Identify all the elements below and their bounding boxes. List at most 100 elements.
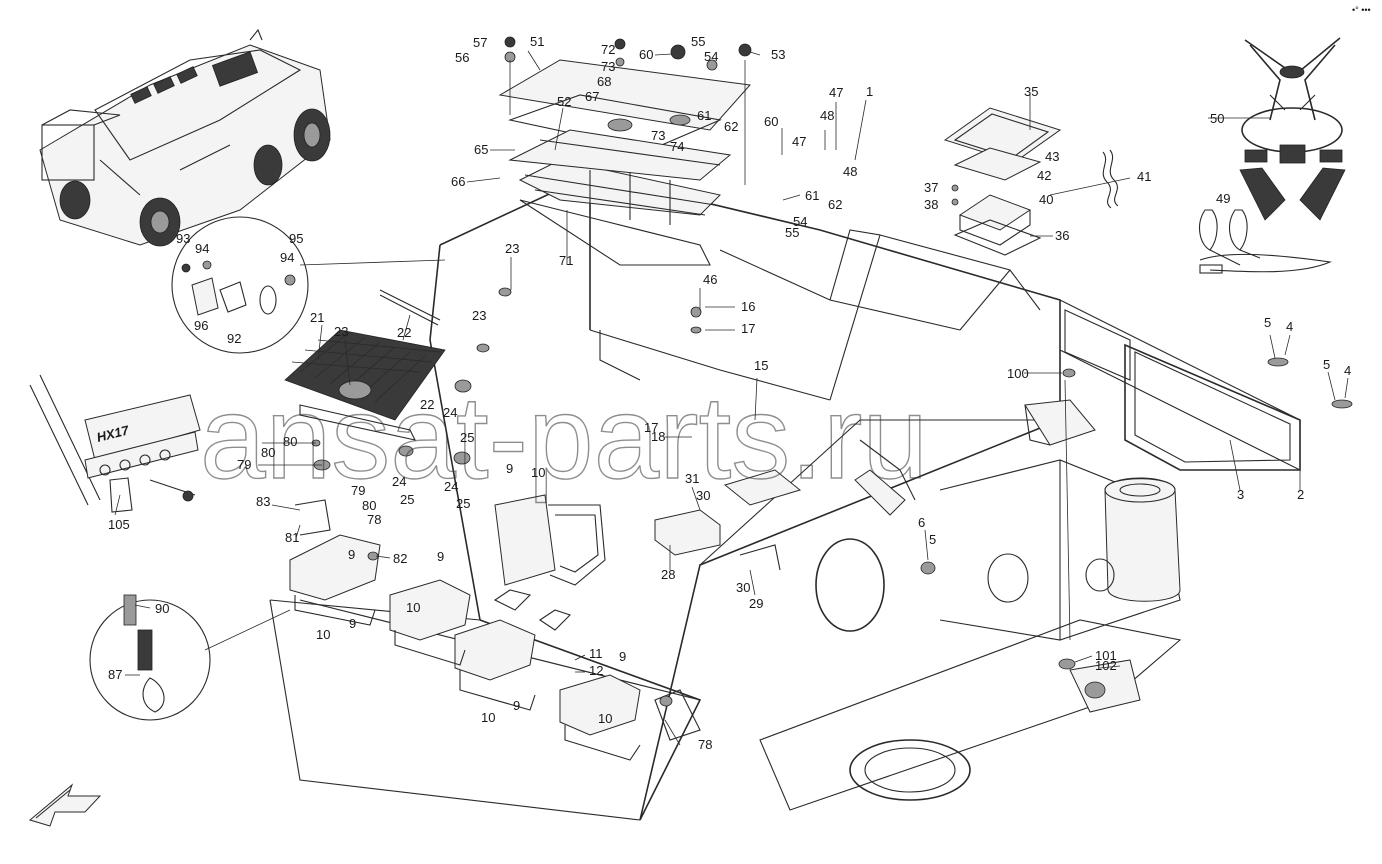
callout-23: 23: [505, 241, 519, 256]
callout-49: 49: [1216, 191, 1230, 206]
callout-79: 79: [351, 483, 365, 498]
callout-25: 25: [400, 492, 414, 507]
callout-93: 93: [176, 231, 190, 246]
roof-hatch-assembly: [498, 36, 752, 266]
callout-62: 62: [724, 119, 738, 134]
callout-25: 25: [460, 430, 474, 445]
callout-10: 10: [481, 710, 495, 725]
callout-54: 54: [704, 49, 718, 64]
callout-71: 71: [559, 253, 573, 268]
callout-38: 38: [924, 197, 938, 212]
callout-22: 22: [397, 325, 411, 340]
callout-47: 47: [792, 134, 806, 149]
callout-51: 51: [530, 34, 544, 49]
callout-61: 61: [805, 188, 819, 203]
seat-bracket: [1024, 379, 1096, 641]
callout-57: 57: [473, 35, 487, 50]
callout-61: 61: [697, 108, 711, 123]
callout-5: 5: [929, 532, 936, 547]
callout-30: 30: [736, 580, 750, 595]
callout-65: 65: [474, 142, 488, 157]
callout-43: 43: [1045, 149, 1059, 164]
callout-78: 78: [367, 512, 381, 527]
callout-41: 41: [1137, 169, 1151, 184]
side-panels: [1059, 299, 1301, 471]
callout-6: 6: [918, 515, 925, 530]
callout-12: 12: [589, 663, 603, 678]
callout-42: 42: [1037, 168, 1051, 183]
callout-60: 60: [764, 114, 778, 129]
callout-47: 47: [829, 85, 843, 100]
callout-46: 46: [703, 272, 717, 287]
callout-90: 90: [155, 601, 169, 616]
callout-5: 5: [1264, 315, 1271, 330]
callout-53: 53: [771, 47, 785, 62]
callout-37: 37: [924, 180, 938, 195]
callout-10: 10: [598, 711, 612, 726]
callout-82: 82: [393, 551, 407, 566]
callout-15: 15: [754, 358, 768, 373]
callout-100: 100: [1007, 366, 1029, 381]
callout-36: 36: [1055, 228, 1069, 243]
callout-96: 96: [194, 318, 208, 333]
callout-9: 9: [506, 461, 513, 476]
callout-72: 72: [601, 42, 615, 57]
watermark-text: ansat-parts.ru: [200, 372, 928, 504]
callout-48: 48: [820, 108, 834, 123]
callout-24: 24: [392, 474, 406, 489]
callout-28: 28: [661, 567, 675, 582]
callout-21: 21: [310, 310, 324, 325]
callout-9: 9: [437, 549, 444, 564]
callout-73: 73: [601, 59, 615, 74]
callout-24: 24: [444, 479, 458, 494]
callout-10: 10: [406, 600, 420, 615]
hx17-bracket: HX17: [29, 374, 201, 513]
callout-25: 25: [456, 496, 470, 511]
callout-94: 94: [280, 250, 294, 265]
callout-105: 105: [108, 517, 130, 532]
callout-9: 9: [513, 698, 520, 713]
callout-16: 16: [741, 299, 755, 314]
callout-17: 17: [741, 321, 755, 336]
callout-18: 18: [651, 429, 665, 444]
callout-2: 2: [1297, 487, 1304, 502]
callout-66: 66: [451, 174, 465, 189]
callout-29: 29: [749, 596, 763, 611]
callout-54: 54: [793, 214, 807, 229]
lanyard-illustration: [1199, 209, 1333, 274]
callout-95: 95: [289, 231, 303, 246]
corner-mark: •° •••: [1352, 5, 1371, 15]
callout-24: 24: [443, 405, 457, 420]
callout-56: 56: [455, 50, 469, 65]
inset-detail-circle-top: [171, 216, 446, 354]
callout-35: 35: [1024, 84, 1038, 99]
inset-detail-circle-bottom: [89, 594, 291, 721]
callout-80: 80: [362, 498, 376, 513]
callout-80: 80: [261, 445, 275, 460]
callout-5: 5: [1323, 357, 1330, 372]
callout-10: 10: [316, 627, 330, 642]
callout-73: 73: [651, 128, 665, 143]
callout-22: 22: [420, 397, 434, 412]
callout-17: 17: [644, 420, 658, 435]
callout-48: 48: [843, 164, 857, 179]
callout-50: 50: [1210, 111, 1224, 126]
callout-55: 55: [785, 225, 799, 240]
callout-23: 23: [472, 308, 486, 323]
callout-4: 4: [1286, 319, 1293, 334]
hardware-parts: [294, 287, 1353, 741]
leader-lines: [114, 50, 1349, 746]
vehicle-thumbnail: [39, 28, 331, 247]
callout-30: 30: [696, 488, 710, 503]
roof-vent-assembly: [943, 107, 1119, 256]
callout-9: 9: [348, 547, 355, 562]
callout-87: 87: [108, 667, 122, 682]
callout-40: 40: [1039, 192, 1053, 207]
callout-102: 102: [1095, 658, 1117, 673]
callout-9: 9: [619, 649, 626, 664]
callout-55: 55: [691, 34, 705, 49]
callout-101: 101: [1095, 648, 1117, 663]
safety-harness-illustration: [1239, 37, 1346, 221]
access-covers: [289, 494, 641, 761]
